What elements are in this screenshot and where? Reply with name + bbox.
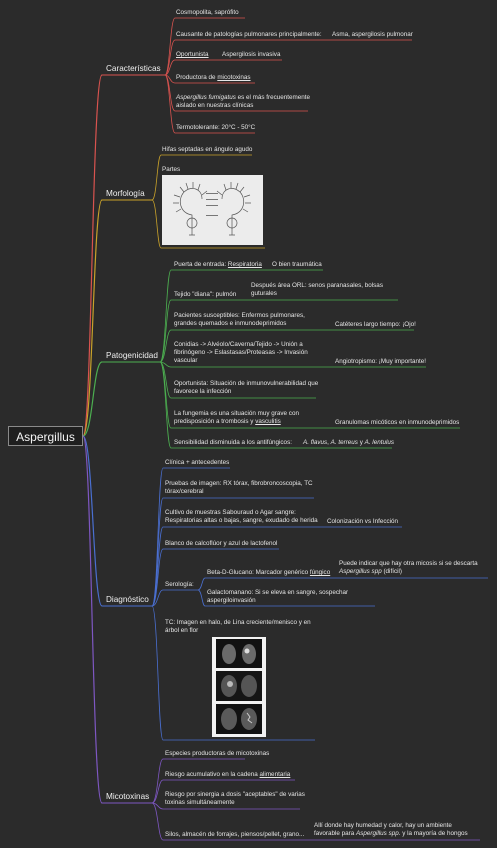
node-despues-orl[interactable]: Después área ORL: senos paranasales, bol…: [251, 282, 383, 297]
node-fungemia[interactable]: La fungemia es una situación muy grave c…: [174, 410, 299, 425]
node-hifas[interactable]: Hifas septadas en ángulo agudo: [162, 146, 253, 153]
root-node[interactable]: Aspergillus: [8, 426, 83, 446]
node-granulomas[interactable]: Granulomas micóticos en inmunodeprimidos: [335, 419, 460, 426]
node-riesgo-acumulativo[interactable]: Riesgo acumulativo en la cadena alimenta…: [165, 771, 291, 778]
branch-patogenicidad[interactable]: Patogenicidad: [106, 351, 158, 360]
node-especies-resistentes[interactable]: A. flavus, A. terreus y A. lentulus: [303, 439, 395, 446]
node-termotolerante[interactable]: Termotolerante: 20°C - 50°C: [176, 124, 256, 131]
node-pruebas-imagen[interactable]: Pruebas de imagen: RX tórax, fibrobronco…: [165, 480, 313, 495]
node-tejido-diana[interactable]: Tejido "diana": pulmón: [174, 291, 237, 298]
node-colonizacion[interactable]: Colonización vs Infección: [327, 518, 399, 525]
ct-scan-image: [212, 637, 266, 737]
node-fumigatus[interactable]: Aspergillus fumigatus es el más frecuent…: [176, 94, 311, 109]
node-sensibilidad[interactable]: Sensibilidad disminuida a los antifúngic…: [174, 439, 292, 446]
node-cultivo[interactable]: Cultivo de muestras Sabouraud o Agar san…: [165, 509, 318, 524]
branch-diagnostico[interactable]: Diagnóstico: [106, 595, 149, 604]
node-partes[interactable]: Partes: [162, 166, 181, 173]
node-causante[interactable]: Causante de patologías pulmonares princi…: [176, 31, 322, 38]
node-aspergilosis-invasiva[interactable]: Aspergilosis invasiva: [222, 51, 281, 58]
node-oportunista-inmuno[interactable]: Oportunista: Situación de inmunovulnerab…: [174, 380, 319, 395]
node-cateteres[interactable]: Catéteres largo tiempo: ¡Ojo!: [335, 321, 416, 328]
branch-micotoxinas[interactable]: Micotoxinas: [106, 792, 150, 801]
node-traumatica[interactable]: O bien traumática: [272, 261, 322, 268]
conidiophore-diagram-image: [162, 175, 263, 245]
node-especies-productoras[interactable]: Especies productoras de micotoxinas: [165, 750, 270, 757]
node-galactomanano[interactable]: Galactomanano: Si se eleva en sangre, so…: [207, 589, 349, 604]
node-angiotropismo[interactable]: Angiotropismo: ¡Muy importante!: [335, 358, 426, 365]
node-puerta-entrada[interactable]: Puerta de entrada: Respiratoria: [174, 261, 262, 268]
node-oportunista[interactable]: Oportunista: [176, 51, 209, 58]
node-pacientes[interactable]: Pacientes susceptibles: Enfermos pulmona…: [174, 312, 305, 327]
node-serologia[interactable]: Serología:: [165, 581, 194, 588]
node-clinica[interactable]: Clínica + antecedentes: [165, 459, 230, 466]
node-blanco-calcofluor[interactable]: Blanco de calcoflúor y azul de lactofeno…: [165, 540, 278, 547]
node-asma[interactable]: Asma, aspergilosis pulmonar: [332, 31, 413, 38]
node-alli-donde[interactable]: Allí donde hay humedad y calor, hay un a…: [314, 822, 468, 837]
node-silos[interactable]: Silos, almacén de forrajes, piensos/pell…: [165, 831, 305, 838]
node-tc-halo[interactable]: TC: Imagen en halo, de Lina creciente/me…: [165, 619, 311, 634]
branch-caracteristicas[interactable]: Características: [106, 64, 161, 73]
node-cosmopolita[interactable]: Cosmopolita, saprófito: [176, 9, 239, 16]
node-riesgo-sinergia[interactable]: Riesgo por sinergia a dosis "aceptables"…: [165, 791, 305, 806]
node-puede-indicar[interactable]: Puede indicar que hay otra micosis si se…: [339, 560, 478, 575]
node-beta-glucano[interactable]: Beta-D-Glucano: Marcador genérico fúngic…: [207, 569, 331, 576]
branch-morfologia[interactable]: Morfología: [106, 189, 145, 198]
node-conidias[interactable]: Conidias -> Alvéolo/Caverna/Tejido -> Un…: [174, 341, 308, 364]
node-productora[interactable]: Productora de micotoxinas: [176, 74, 251, 81]
